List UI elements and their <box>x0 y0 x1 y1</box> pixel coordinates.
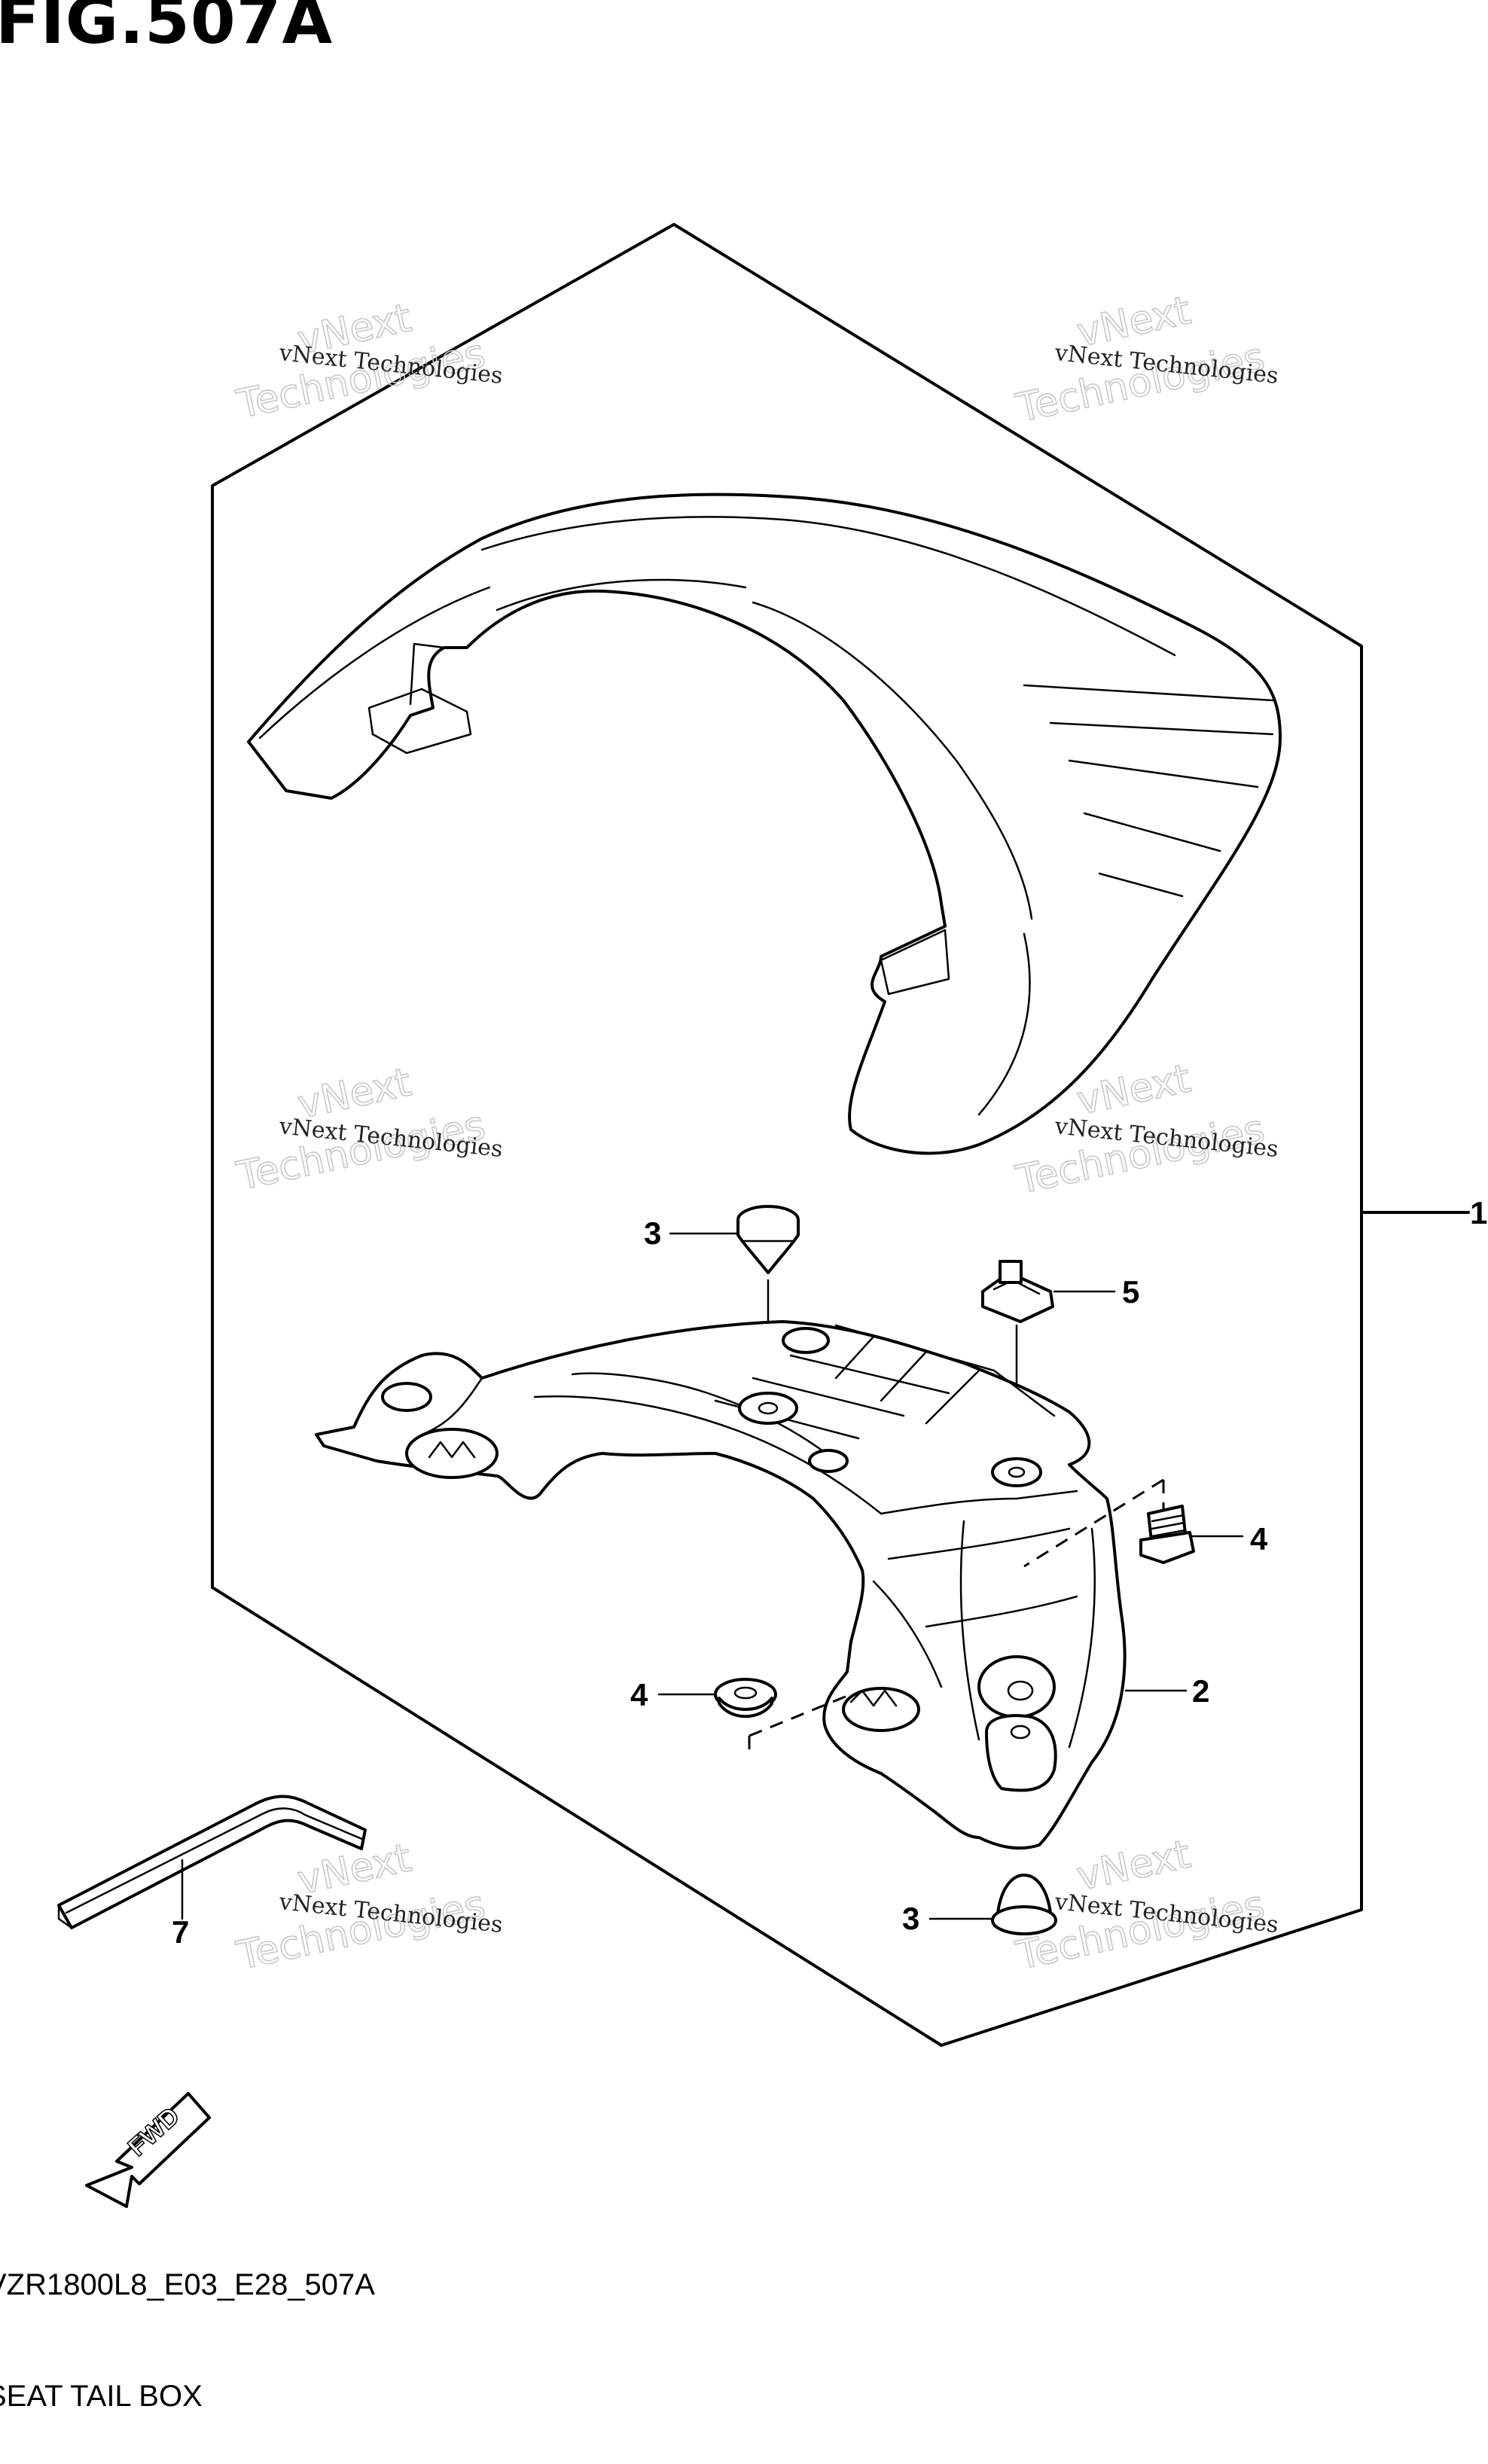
figure-title: FIG.507A <box>0 0 334 59</box>
callout-1: 1 <box>1470 1195 1487 1230</box>
grommet-top <box>736 1205 800 1274</box>
fwd-arrow-icon: FWD <box>85 2092 211 2208</box>
svg-text:vNext: vNext <box>1073 1056 1194 1124</box>
watermark-bottom-right: vNext Technologies vNext Technologies <box>1011 1831 1279 1980</box>
bolt <box>1139 1505 1195 1564</box>
grommet-bottom <box>991 1874 1057 1935</box>
watermark-top-right: vNext Technologies vNext Technologies <box>1011 288 1279 432</box>
assembly-outline <box>211 223 1363 2047</box>
callout-4-label: 4 <box>630 1677 648 1712</box>
callout-5: 4 <box>1250 1521 1268 1557</box>
clip-nut <box>981 1260 1054 1323</box>
watermark-bottom-left: vNext Technologies vNext Technologies <box>232 1835 504 1980</box>
callout-2: 2 <box>1192 1673 1209 1709</box>
callout-3-top: 3 <box>644 1215 661 1251</box>
hex-wrench <box>57 1795 367 1929</box>
callout-6: 5 <box>1122 1274 1139 1310</box>
watermark-mid-left: vNext Technologies vNext Technologies <box>232 1060 504 1200</box>
figure-code: VZR1800L8_E03_E28_507A <box>0 2268 375 2301</box>
watermark-top-left: vNext Technologies vNext Technologies <box>232 295 504 428</box>
guide-4 <box>749 1693 852 1737</box>
bracket-carrier <box>315 1320 1127 1850</box>
callout-3-bottom: 3 <box>902 1901 919 1936</box>
figure-name: SEAT TAIL BOX <box>0 2380 203 2413</box>
callout-7: 7 <box>172 1914 189 1950</box>
svg-text:vNext: vNext <box>1073 1831 1194 1899</box>
seat-tail-cover <box>247 492 1282 1155</box>
guide-5-diag <box>1023 1478 1164 1568</box>
cushion <box>714 1678 777 1718</box>
